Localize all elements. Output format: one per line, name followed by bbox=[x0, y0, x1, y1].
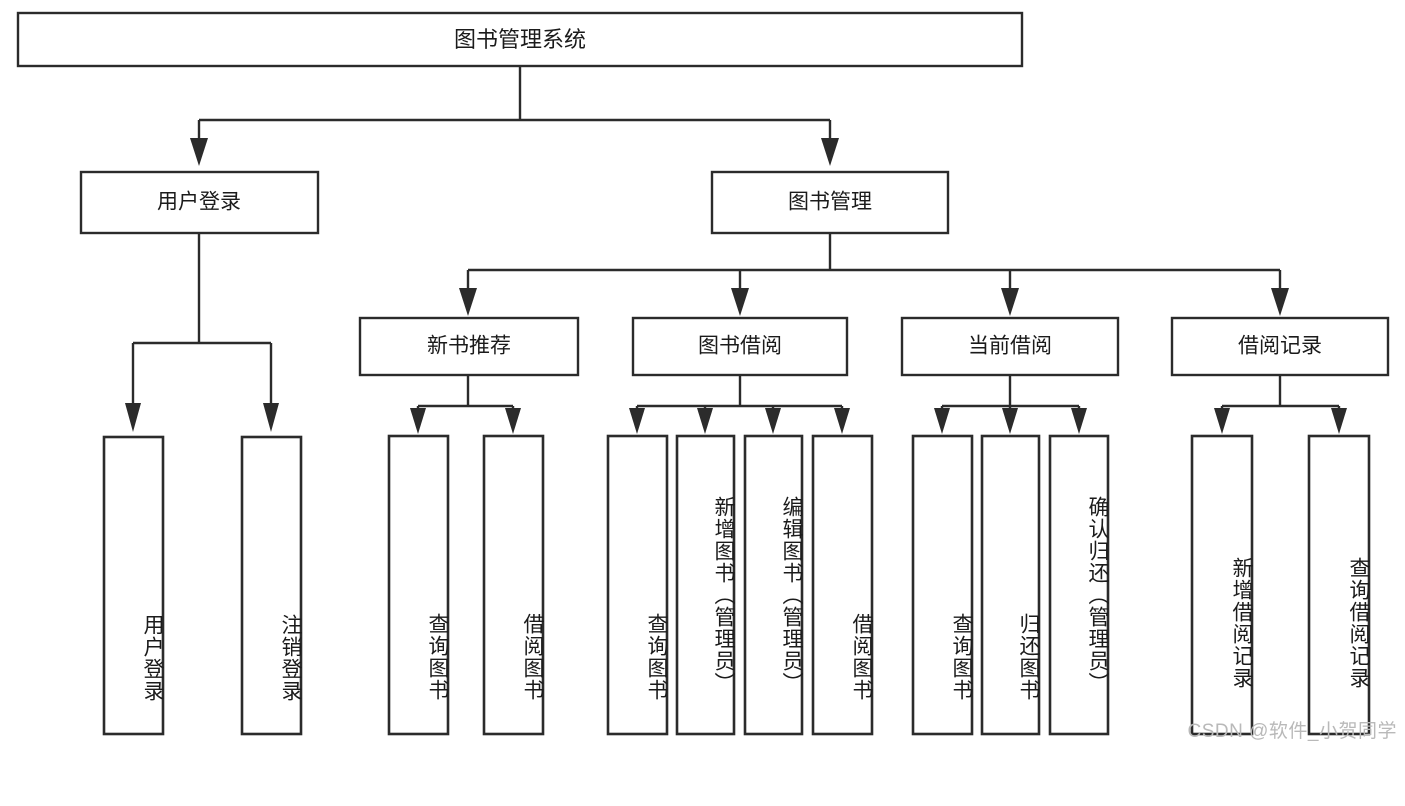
book-manage-box[interactable] bbox=[710, 170, 950, 235]
arrow-bb-leaf-1 bbox=[629, 408, 645, 434]
leaf-box-book-borrow-1[interactable] bbox=[606, 434, 669, 736]
new-book-recommend-label: 新书推荐 bbox=[427, 335, 511, 358]
arrow-ul-leaf-2 bbox=[263, 403, 279, 432]
leaf-box-current-borrow-2[interactable] bbox=[980, 434, 1041, 736]
book-borrow-label: 图书借阅 bbox=[698, 335, 782, 358]
root-label: 图书管理系统 bbox=[454, 27, 586, 52]
node-new-book-recommend[interactable]: 新书推荐 bbox=[358, 316, 580, 377]
hierarchy-tree-svg: 图书管理系统 用户登录 图书管理 新书推荐 图书借阅 当前借阅 借阅记录 bbox=[16, 11, 1390, 736]
arrow-level3-4 bbox=[1271, 288, 1289, 316]
root-box[interactable] bbox=[16, 11, 1024, 68]
connector-group-root-to-level2 bbox=[190, 66, 839, 166]
arrow-book-manage bbox=[821, 138, 839, 166]
leaf-box-book-borrow-4[interactable] bbox=[811, 434, 874, 736]
leaf-box-user-login-2[interactable] bbox=[240, 435, 303, 736]
node-borrow-record[interactable]: 借阅记录 bbox=[1170, 316, 1390, 377]
arrow-br-leaf-2 bbox=[1331, 408, 1347, 434]
arrow-level3-2 bbox=[731, 288, 749, 316]
arrow-level3-1 bbox=[459, 288, 477, 316]
arrow-ul-leaf-1 bbox=[125, 403, 141, 432]
arrow-nb-leaf-2 bbox=[505, 408, 521, 434]
connector-group-bookborrow-to-leaves bbox=[629, 375, 850, 434]
book-manage-label: 图书管理 bbox=[788, 191, 872, 214]
node-book-manage[interactable]: 图书管理 bbox=[710, 170, 950, 235]
leaf-box-current-borrow-1[interactable] bbox=[911, 434, 974, 736]
arrow-bb-leaf-3 bbox=[765, 408, 781, 434]
node-book-borrow[interactable]: 图书借阅 bbox=[631, 316, 849, 377]
node-user-login[interactable]: 用户登录 bbox=[79, 170, 320, 235]
leaf-box-book-borrow-2[interactable] bbox=[675, 434, 736, 736]
connector-group-currentborrow-to-leaves bbox=[934, 375, 1087, 434]
current-borrow-label: 当前借阅 bbox=[968, 335, 1052, 358]
arrow-br-leaf-1 bbox=[1214, 408, 1230, 434]
leaf-box-current-borrow-3[interactable] bbox=[1048, 434, 1110, 736]
leaf-box-new-book-2[interactable] bbox=[482, 434, 545, 736]
node-root[interactable]: 图书管理系统 bbox=[16, 11, 1024, 68]
new-book-recommend-box[interactable] bbox=[358, 316, 580, 377]
borrow-record-box[interactable] bbox=[1170, 316, 1390, 377]
book-borrow-box[interactable] bbox=[631, 316, 849, 377]
watermark-text: CSDN @软件_小贺同学 bbox=[1187, 721, 1397, 742]
user-login-label: 用户登录 bbox=[157, 191, 241, 214]
leaf-box-borrow-record-2[interactable] bbox=[1307, 434, 1371, 736]
borrow-record-label: 借阅记录 bbox=[1238, 335, 1322, 358]
leaf-box-book-borrow-3[interactable] bbox=[743, 434, 804, 736]
arrow-bb-leaf-4 bbox=[834, 408, 850, 434]
current-borrow-box[interactable] bbox=[900, 316, 1120, 377]
leaf-box-new-book-1[interactable] bbox=[387, 434, 450, 736]
arrow-cb-leaf-1 bbox=[934, 408, 950, 434]
arrow-user-login bbox=[190, 138, 208, 166]
diagram-canvas: 图书管理系统 用户登录 图书管理 新书推荐 图书借阅 当前借阅 借阅记录 bbox=[16, 11, 1397, 742]
leaf-box-borrow-record-1[interactable] bbox=[1190, 434, 1254, 736]
node-current-borrow[interactable]: 当前借阅 bbox=[900, 316, 1120, 377]
connector-group-borrowrecord-to-leaves bbox=[1214, 375, 1347, 434]
arrow-cb-leaf-3 bbox=[1071, 408, 1087, 434]
user-login-box[interactable] bbox=[79, 170, 320, 235]
connector-group-newbook-to-leaves bbox=[410, 375, 521, 434]
arrow-bb-leaf-2 bbox=[697, 408, 713, 434]
leaf-box-user-login-1[interactable] bbox=[102, 435, 165, 736]
connector-group-userlogin-to-leaves bbox=[125, 233, 279, 432]
arrow-level3-3 bbox=[1001, 288, 1019, 316]
connector-group-bookmanage-to-level3 bbox=[459, 233, 1289, 316]
arrow-cb-leaf-2 bbox=[1002, 408, 1018, 434]
arrow-nb-leaf-1 bbox=[410, 408, 426, 434]
